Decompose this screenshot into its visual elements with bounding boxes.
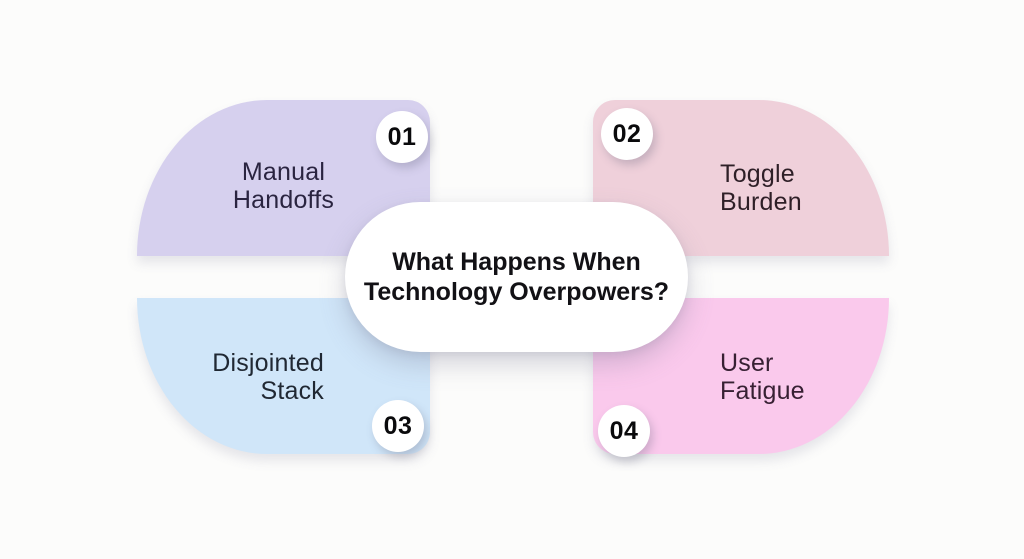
badge-01: 01 [376,111,428,163]
label-line: Manual [241,158,326,186]
badge-02: 02 [601,108,653,160]
label-line: Fatigue [720,377,805,405]
badge-number: 03 [383,411,413,440]
badge-03: 03 [372,400,424,452]
label-line: Disjointed [212,349,324,377]
label-user-fatigue: User Fatigue [720,349,805,405]
badge-number: 01 [387,122,417,151]
center-title-line: What Happens When [392,248,641,276]
badge-number: 02 [612,119,642,148]
center-title: What Happens When Technology Overpowers? [364,247,669,307]
label-toggle-burden: Toggle Burden [720,160,802,216]
badge-number: 04 [609,416,639,445]
label-disjointed-stack: Disjointed Stack [100,349,324,405]
center-card: What Happens When Technology Overpowers? [345,202,688,352]
label-line: Burden [720,188,802,216]
label-line: User [720,349,774,377]
label-line: Handoffs [232,186,335,214]
badge-04: 04 [598,405,650,457]
label-line: Stack [260,377,324,405]
label-manual-handoffs: Manual Handoffs [137,158,430,214]
center-title-line: Technology Overpowers? [363,278,670,306]
label-line: Toggle [720,160,795,188]
